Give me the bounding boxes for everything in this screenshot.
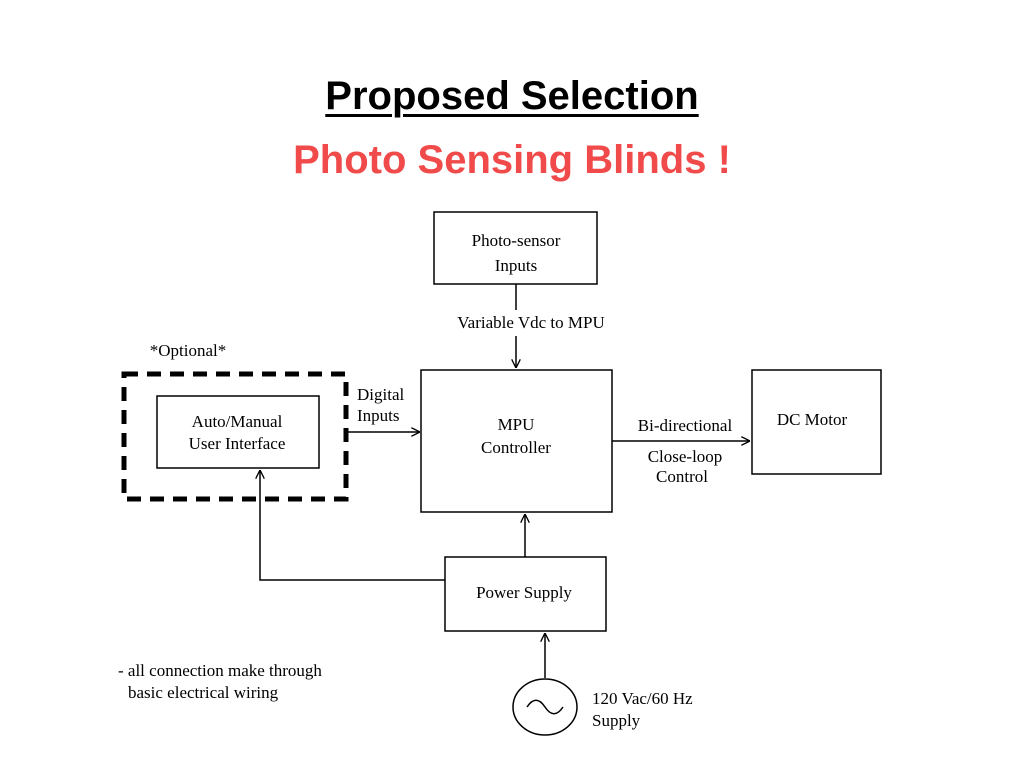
ac-source-label-line1: 120 Vac/60 Hz <box>592 689 693 708</box>
ui-label-line1: Auto/Manual <box>192 412 283 431</box>
power-supply-label: Power Supply <box>476 583 572 602</box>
mpu-label-line1: MPU <box>498 415 535 434</box>
mpu-block: MPU Controller <box>420 369 613 513</box>
ac-source-label-line2: Supply <box>592 711 641 730</box>
photo-sensor-label-line1: Photo-sensor <box>472 231 561 250</box>
digital-inputs-label-line2: Inputs <box>357 406 400 425</box>
photo-sensor-block: Photo-sensor Inputs <box>433 211 598 285</box>
power-supply-block: Power Supply <box>444 556 607 632</box>
closeloop-label-line1: Close-loop <box>648 447 723 466</box>
note-line1: - all connection make through <box>118 661 322 680</box>
optional-label: *Optional* <box>150 341 227 360</box>
page-title: Proposed Selection <box>325 74 699 118</box>
bidirectional-label: Bi-directional <box>638 416 733 435</box>
dc-motor-label: DC Motor <box>777 410 848 429</box>
dc-motor-block: DC Motor <box>751 369 882 475</box>
mpu-label-line2: Controller <box>481 438 551 457</box>
page-subtitle: Photo Sensing Blinds ! <box>293 138 731 182</box>
digital-inputs-label-line1: Digital <box>357 385 404 404</box>
closeloop-label-line2: Control <box>656 467 708 486</box>
optional-dashed-border <box>121 371 349 502</box>
arrow-power-to-ui <box>260 470 445 581</box>
sine-wave-icon <box>526 699 564 715</box>
user-interface-block: Auto/Manual User Interface <box>156 395 320 469</box>
variable-vdc-label: Variable Vdc to MPU <box>457 313 604 332</box>
ac-source: 120 Vac/60 Hz Supply <box>512 678 693 736</box>
note-line2: basic electrical wiring <box>128 683 279 702</box>
photo-sensor-label-line2: Inputs <box>495 256 538 275</box>
ui-label-line2: User Interface <box>189 434 286 453</box>
